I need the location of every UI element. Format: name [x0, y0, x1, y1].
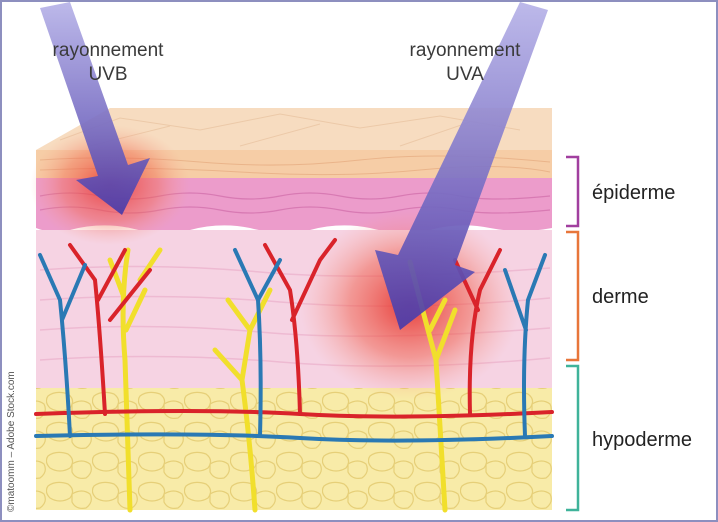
uva-label-line1: rayonnement [410, 40, 522, 61]
photo-credit: ©matoomm – Adobe Stock.com [6, 371, 17, 512]
hypodermis-label: hypoderme [592, 429, 692, 451]
uvb-label-line2: UVB [88, 64, 127, 85]
uvb-label-line1: rayonnement [53, 40, 165, 61]
uva-label-line2: UVA [446, 64, 484, 85]
dermis-label: derme [592, 286, 649, 308]
epidermis-label: épiderme [592, 182, 675, 204]
hypodermis-layer [36, 388, 552, 510]
